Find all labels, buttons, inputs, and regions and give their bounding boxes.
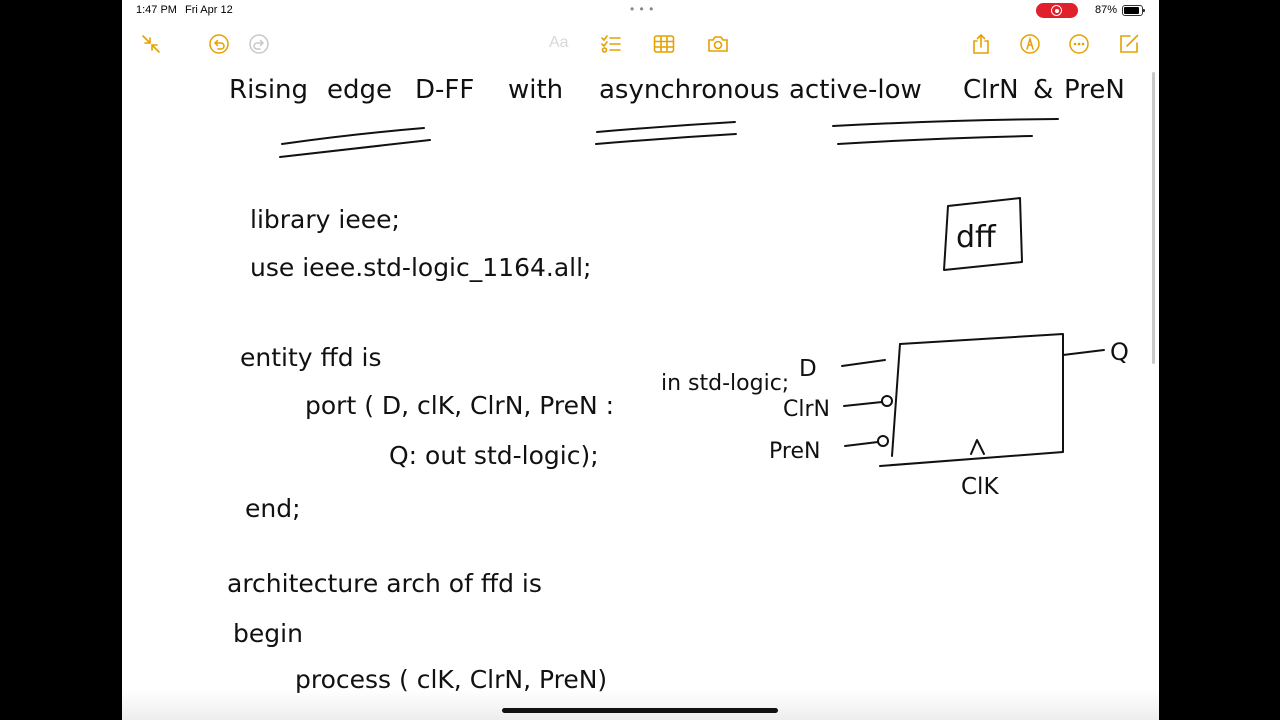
home-indicator[interactable] [502,708,778,713]
input-label-d: D [799,356,817,382]
title-word: edge [327,75,392,105]
label-box-outline [943,197,1023,271]
underline-stroke [596,121,736,133]
markup-icon[interactable] [1017,32,1043,56]
output-label-q: Q [1110,338,1129,366]
title-word: active-low [789,75,922,105]
code-architecture: architecture arch of ffd is [227,569,542,598]
ff-box-outline [879,333,1064,467]
clock-edge-marker [970,439,985,455]
code-use: use ieee.std-logic_1164.all; [250,253,591,282]
share-icon[interactable] [968,32,994,56]
code-library: library ieee; [250,205,400,234]
camera-icon[interactable] [705,32,731,56]
status-time: 1:47 PM [136,4,177,16]
code-port: port ( D, clK, ClrN, PreN : [305,391,614,420]
code-end: end; [245,494,301,523]
scrollbar[interactable] [1152,72,1155,364]
status-date: Fri Apr 12 [185,4,233,16]
code-process: process ( clK, ClrN, PreN) [295,665,607,694]
title-word: with [508,75,563,105]
vhdl-code: library ieee; use ieee.std-logic_1164.al… [227,205,789,694]
title-word: & [1033,75,1053,105]
pren-input-line [844,441,879,447]
multitasking-dots-icon[interactable]: • • • [630,2,655,16]
notes-app-window: 1:47 PM Fri Apr 12 • • • 87% Aa [122,0,1159,720]
title-word: D-FF [415,75,474,105]
more-icon[interactable] [1066,32,1092,56]
code-begin: begin [233,619,303,648]
code-entity: entity ffd is [240,343,382,372]
notes-toolbar: Aa [122,26,1159,62]
screen-recording-icon[interactable] [1036,3,1078,18]
clrn-input-line [843,401,883,407]
battery-icon [1122,5,1145,16]
input-label-pren: PreN [769,439,820,464]
title-word: Rising [229,75,308,105]
ink-layer[interactable]: Rising edge D-FF with asynchronous activ… [122,62,1159,720]
underline-stroke [281,127,425,145]
table-icon[interactable] [651,32,677,56]
undo-icon[interactable] [206,32,232,56]
compose-icon[interactable] [1116,32,1142,56]
dff-label: dff [956,220,997,255]
dff-label-box: dff [943,197,1023,271]
checklist-icon[interactable] [598,32,624,56]
clrn-inversion-bubble [881,395,893,407]
q-output-line [1062,349,1105,356]
title-word: ClrN [963,75,1019,105]
battery-percent: 87% [1095,4,1118,16]
d-input-line [841,359,886,367]
underline-stroke [832,118,1059,127]
code-port-type: in std-logic; [661,371,789,396]
status-bar: 1:47 PM Fri Apr 12 • • • 87% [122,0,1159,22]
underline-stroke [595,133,737,145]
input-label-clrn: ClrN [783,397,830,422]
redo-icon[interactable] [246,32,272,56]
pren-inversion-bubble [877,435,889,447]
title-word: PreN [1064,75,1125,105]
bottom-fade [122,690,1159,720]
clock-label: ClK [961,474,999,500]
underline-stroke [837,135,1033,145]
code-q: Q: out std-logic); [389,441,599,470]
format-text-button[interactable]: Aa [549,34,569,51]
title-word: asynchronous [599,75,780,105]
ff-box-left-edge [891,343,901,457]
flip-flop-diagram: D ClrN PreN Q ClK [769,333,1129,500]
collapse-icon[interactable] [138,32,164,56]
underline-stroke [279,139,431,158]
title-line: Rising edge D-FF with asynchronous activ… [229,75,1125,158]
handwritten-note-canvas[interactable]: Rising edge D-FF with asynchronous activ… [122,62,1159,720]
